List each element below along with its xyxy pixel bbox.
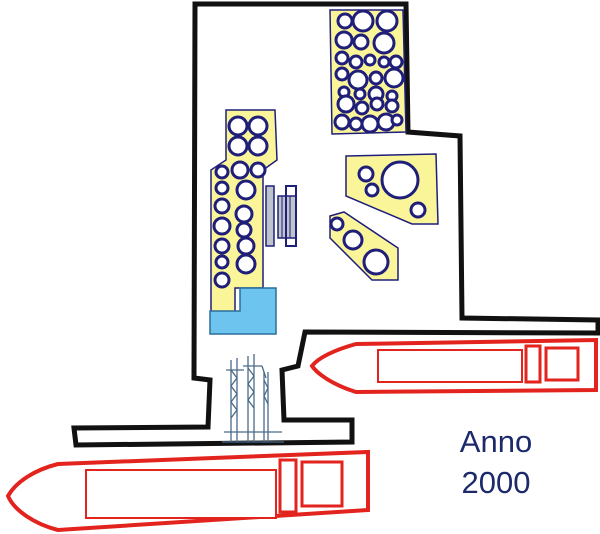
storage-tank-icon (213, 237, 231, 255)
tank-yard-south (329, 211, 399, 281)
storage-tank-icon (334, 66, 350, 82)
storage-tank-icon (363, 53, 377, 67)
storage-tank-icon (329, 216, 345, 232)
storage-tank-icon (390, 113, 404, 127)
storage-tank-icon (383, 67, 405, 89)
storage-tank-icon (348, 116, 364, 132)
storage-tank-icon (360, 114, 380, 134)
storage-tank-icon (409, 201, 427, 219)
storage-tank-icon (368, 70, 384, 86)
storage-tank-icon (375, 9, 399, 33)
tank-yard-northeast (329, 9, 407, 135)
storage-tank-icon (369, 96, 385, 112)
caption-line-1: Anno (460, 424, 532, 459)
storage-tank-icon (333, 113, 351, 131)
storage-tank-icon (348, 54, 364, 70)
storage-tank-icon (249, 161, 267, 179)
storage-tank-icon (214, 164, 230, 180)
storage-tank-icon (214, 254, 230, 270)
storage-tank-icon (247, 115, 269, 137)
storage-tank-icon (352, 33, 370, 51)
blue-storage-block (209, 287, 277, 335)
storage-tank-icon (388, 54, 404, 70)
storage-tank-icon (334, 30, 354, 50)
storage-tank-icon (336, 94, 356, 114)
storage-tank-icon (351, 9, 375, 33)
storage-tank-icon (235, 221, 253, 239)
storage-tank-icon (353, 87, 367, 101)
storage-tank-icon (372, 31, 396, 55)
storage-tank-icon (364, 182, 380, 198)
crane-icon (222, 354, 284, 443)
storage-tank-icon (235, 179, 257, 201)
storage-tank-icon (336, 12, 354, 30)
storage-tank-icon (213, 271, 231, 289)
storage-tank-icon (334, 50, 350, 66)
storage-tank-icon (362, 248, 390, 276)
grey-machine (265, 185, 297, 247)
storage-tank-icon (354, 100, 370, 116)
tank-yard-east (345, 153, 439, 225)
caption-line-2: 2000 (462, 465, 531, 500)
storage-tank-icon (347, 69, 369, 91)
storage-tank-icon (377, 55, 391, 69)
storage-tank-icon (236, 236, 256, 256)
storage-tank-icon (214, 180, 230, 196)
storage-tank-icon (380, 160, 420, 200)
storage-tank-icon (227, 115, 249, 137)
storage-tank-icon (212, 216, 232, 236)
storage-tank-icon (227, 135, 249, 157)
storage-tank-icon (247, 135, 269, 157)
tank-yard-west (210, 109, 278, 313)
ship-icon (309, 337, 598, 395)
storage-tank-icon (213, 197, 231, 215)
storage-tank-icon (235, 253, 257, 275)
storage-tank-icon (234, 204, 254, 224)
storage-tank-icon (357, 165, 375, 183)
storage-tank-icon (342, 229, 364, 251)
storage-tank-icon (230, 160, 250, 180)
storage-tank-icon (384, 98, 400, 114)
ship-icon (5, 449, 370, 533)
